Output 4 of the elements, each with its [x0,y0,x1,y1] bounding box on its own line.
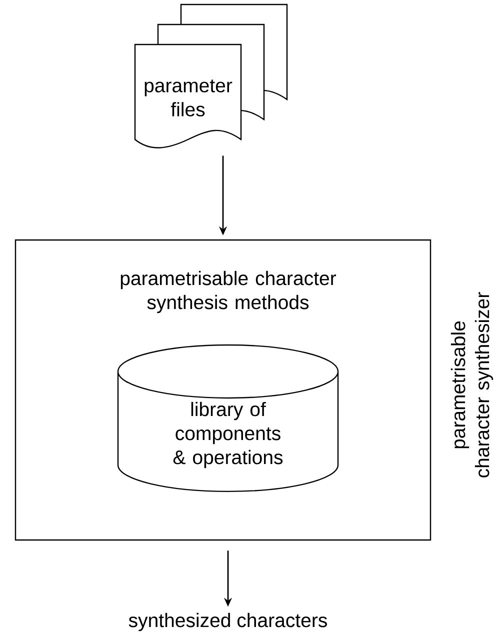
side-label: parametrisable character synthesizer [450,292,494,478]
document-stack: parameter files [134,4,288,148]
output-label: synthesized characters [128,612,327,632]
database-cylinder: library of components & operations [117,344,339,492]
